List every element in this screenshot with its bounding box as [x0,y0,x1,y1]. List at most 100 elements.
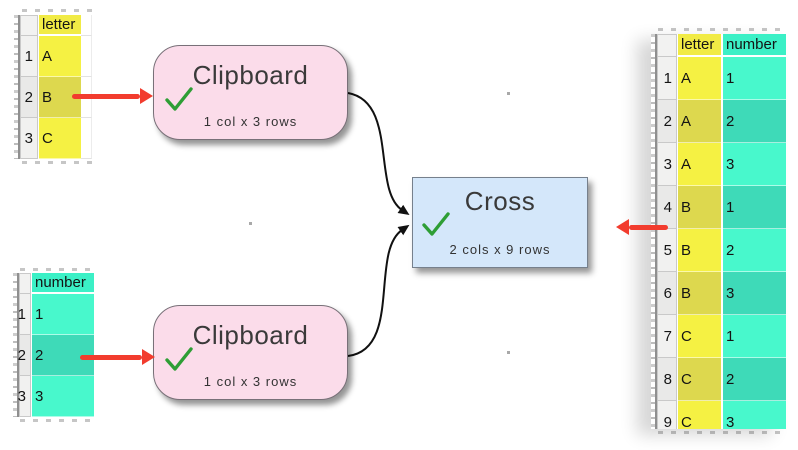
row-number[interactable]: 1 [657,57,677,100]
node-subtitle: 1 col x 3 rows [203,114,298,129]
arrow-number-to-clipboard [80,349,155,365]
column-header-number[interactable]: number [723,34,786,57]
row-number[interactable]: 3 [657,143,677,186]
table-cell[interactable]: A [678,143,721,186]
column-header-letter[interactable]: letter [678,34,721,57]
table-cell[interactable]: A [678,57,721,100]
table-cell[interactable]: A [39,36,81,77]
success-check-icon [422,212,450,236]
connector-clipboard-bottom-to-cross [347,224,410,357]
torn-edge-bottom [20,419,96,422]
table-cell[interactable]: 3 [723,143,786,186]
torn-edge-left [13,273,17,417]
row-number[interactable]: 1 [18,294,31,335]
row-number[interactable]: 2 [18,335,31,376]
empty-cell [81,118,92,159]
success-check-icon [165,87,193,111]
table-edge-line [18,15,20,159]
table-cell[interactable]: C [39,118,81,159]
arrow-right-head-icon [142,349,155,365]
arrow-right-head-icon [140,88,153,104]
table-cell[interactable]: C [678,315,721,358]
grid-dot [249,222,252,225]
arrow-letter-to-clipboard [72,88,153,104]
connector-clipboard-top-to-cross [347,92,410,216]
empty-column [81,15,92,36]
row-number[interactable]: 2 [20,77,38,118]
table-cell[interactable]: 2 [723,229,786,272]
row-number[interactable]: 8 [657,358,677,401]
corner-cell [657,34,677,57]
row-number[interactable]: 7 [657,315,677,358]
grid-dot [507,92,510,95]
success-check-icon [165,347,193,371]
node-title: Clipboard [192,320,309,350]
empty-cell [81,36,92,77]
torn-edge-top [20,268,96,271]
table-edge-line [655,34,657,429]
torn-edge-top [22,9,92,12]
table-cell[interactable]: 1 [32,294,94,335]
table-cell[interactable]: 3 [723,272,786,315]
table-cell[interactable]: C [678,401,721,429]
table-cell[interactable]: B [678,272,721,315]
torn-edge-bottom [22,161,92,164]
torn-edge-top [658,28,786,31]
arrow-left-head-icon [616,219,629,235]
table-cell[interactable]: 3 [723,401,786,429]
grid-dot [507,351,510,354]
torn-edge-left [14,15,18,159]
row-number[interactable]: 6 [657,272,677,315]
table-cell[interactable]: 1 [723,315,786,358]
row-number[interactable]: 5 [657,229,677,272]
row-number[interactable]: 3 [20,118,38,159]
row-number[interactable]: 2 [657,100,677,143]
row-number[interactable]: 1 [20,36,38,77]
table-cell[interactable]: 1 [723,57,786,100]
table-cell[interactable]: 2 [723,358,786,401]
torn-edge-bottom [658,431,786,434]
row-number[interactable]: 9 [657,401,677,429]
table-edge-line [17,273,19,417]
table-header-row: number [19,273,94,294]
node-cross[interactable]: Cross 2 cols x 9 rows [412,177,588,268]
node-clipboard-bottom[interactable]: Clipboard 1 col x 3 rows [153,305,348,400]
table-cell[interactable]: C [678,358,721,401]
row-number[interactable]: 3 [18,376,31,417]
table-cell[interactable]: 2 [723,100,786,143]
arrow-result-to-cross [616,219,668,235]
table-cell[interactable]: B [678,186,721,229]
corner-cell [20,15,38,36]
node-clipboard-top[interactable]: Clipboard 1 col x 3 rows [153,45,348,140]
table-header-row: letter [20,15,92,36]
table-cell[interactable]: A [678,100,721,143]
table-cell[interactable]: 1 [723,186,786,229]
column-header-number[interactable]: number [32,273,94,294]
column-header-letter[interactable]: letter [39,15,81,36]
node-title: Clipboard [192,60,309,90]
table-cell[interactable]: B [678,229,721,272]
torn-edge-left [651,34,655,429]
corner-cell [19,273,31,294]
table-cell[interactable]: 3 [32,376,94,417]
node-subtitle: 2 cols x 9 rows [449,242,551,257]
